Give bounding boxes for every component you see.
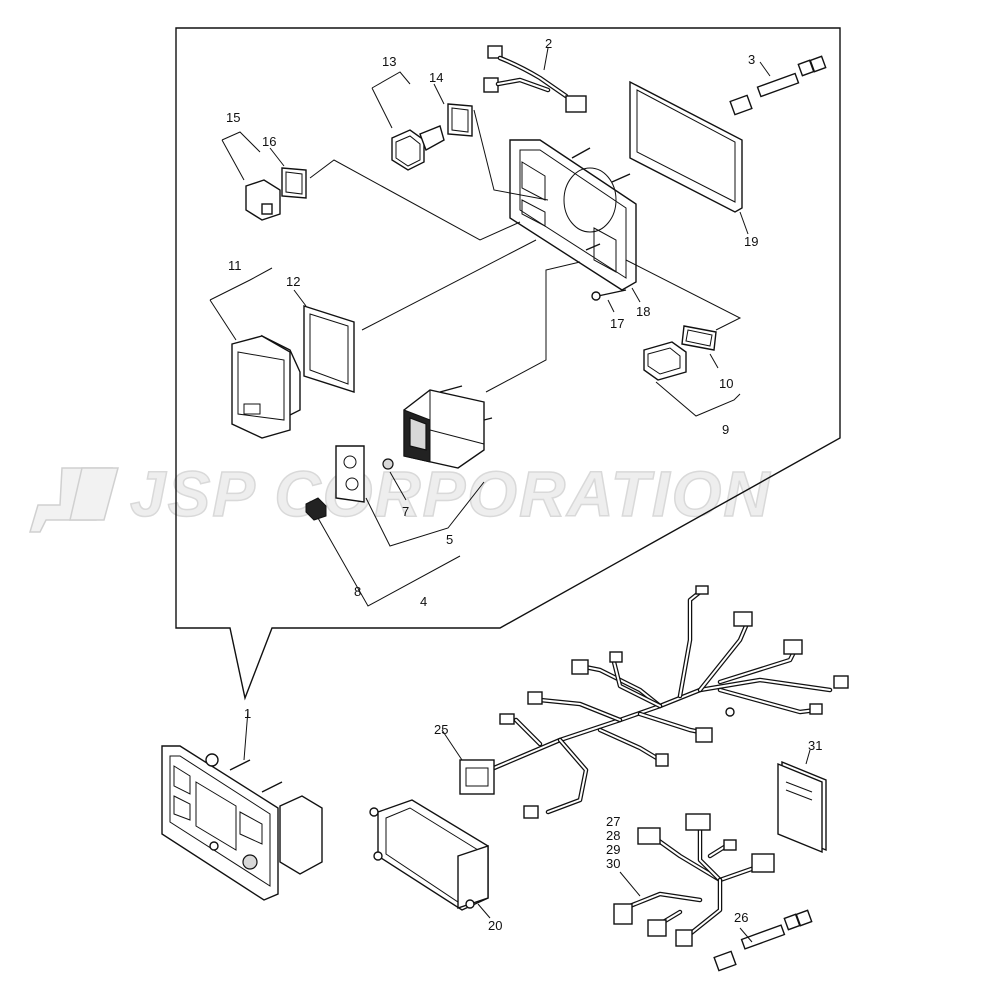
part-10-gasket [681, 325, 717, 351]
part-17-screw [591, 289, 627, 301]
callout-18: 18 [636, 304, 650, 319]
callout-12: 12 [286, 274, 300, 289]
callout-1: 1 [244, 706, 251, 721]
callout-20: 20 [488, 918, 502, 933]
callout-4: 4 [420, 594, 427, 609]
callout-3: 3 [748, 52, 755, 67]
watermark-text: JSP CORPORATION [130, 458, 772, 530]
part-26-cable [713, 909, 813, 972]
callout-13: 13 [382, 54, 396, 69]
watermark-logo: JSP CORPORATION [28, 457, 772, 533]
callout-25: 25 [434, 722, 448, 737]
callout-17: 17 [610, 316, 624, 331]
part-7-plate [335, 445, 394, 503]
part-16-gasket [281, 167, 307, 199]
callout-2: 2 [545, 36, 552, 51]
part-25-main-harness [441, 585, 849, 819]
part-27-30-sub-harness [613, 813, 775, 947]
callout-30: 30 [606, 856, 620, 871]
part-31-manual [777, 749, 827, 854]
part-13-switch [391, 125, 445, 171]
callout-7: 7 [402, 504, 409, 519]
callout-27: 27 [606, 814, 620, 829]
callout-29: 29 [606, 842, 620, 857]
part-19-gasket [629, 80, 743, 213]
leader-lines [209, 47, 771, 607]
callout-28: 28 [606, 828, 620, 843]
callout-10: 10 [719, 376, 733, 391]
part-15-cover [245, 179, 281, 221]
callout-14: 14 [429, 70, 443, 85]
callout-15: 15 [226, 110, 240, 125]
callout-16: 16 [262, 134, 276, 149]
part-11-display [231, 334, 301, 439]
callout-9: 9 [722, 422, 729, 437]
callout-8: 8 [354, 584, 361, 599]
callout-26: 26 [734, 910, 748, 925]
detail-frame [175, 27, 841, 701]
callout-11: 11 [228, 258, 242, 273]
part-14-gasket [447, 103, 473, 137]
callout-5: 5 [446, 532, 453, 547]
part-9-switch [643, 341, 687, 381]
part-12-gasket [303, 305, 355, 393]
part-2-cable [483, 45, 587, 113]
callout-31: 31 [808, 738, 822, 753]
part-8-knob [305, 497, 327, 521]
part-18-panel-housing [509, 139, 637, 291]
part-1-panel-assembly [161, 709, 323, 901]
callout-19: 19 [744, 234, 758, 249]
part-3-cable [729, 55, 827, 116]
part-5-module [403, 385, 493, 469]
callout-labels: 2 3 19 13 14 15 16 11 12 18 17 10 9 7 5 … [226, 36, 822, 933]
part-20-controller [369, 799, 491, 919]
